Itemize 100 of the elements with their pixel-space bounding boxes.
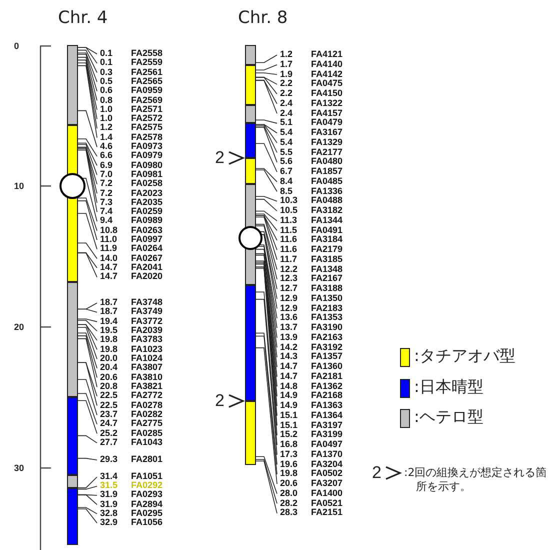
marker-name: FA0285	[131, 428, 163, 438]
marker-position: 28.0	[280, 488, 298, 498]
tick-label: 30	[14, 462, 24, 474]
marker-position: 32.8	[100, 508, 118, 518]
marker-position: 7.2	[100, 179, 113, 188]
marker-name: FA2020	[131, 272, 163, 282]
marker-position: 14.9	[280, 391, 298, 400]
marker-name: FA4121	[311, 50, 343, 59]
marker-position: 12.7	[280, 284, 298, 293]
recombination-mark-number: 2	[215, 148, 224, 168]
marker-name: FA4150	[311, 89, 343, 98]
marker-name: FA2561	[131, 68, 163, 77]
marker-name: FA0293	[131, 490, 163, 500]
marker-name: FA1348	[311, 264, 343, 274]
marker-name: FA0485	[311, 176, 343, 186]
marker-name: FA0488	[311, 196, 343, 206]
marker-position: 15.1	[280, 420, 298, 430]
marker-position: 0.8	[100, 96, 113, 104]
marker-name: FA0479	[311, 118, 343, 128]
marker-name: FA1363	[311, 401, 343, 410]
marker-position: 22.5	[100, 391, 118, 400]
marker-position: 19.6	[280, 460, 298, 468]
marker-position: 1.9	[280, 70, 293, 78]
marker-name: FA0258	[131, 179, 163, 188]
marker-name: FA2151	[311, 508, 343, 518]
marker-position: 8.5	[280, 186, 293, 196]
marker-name: FA2163	[311, 332, 343, 342]
marker-position: 25.2	[100, 428, 118, 438]
marker-name: FA1322	[311, 98, 343, 108]
marker-position: 20.6	[280, 479, 298, 488]
marker-name: FA3748	[131, 298, 163, 307]
legend-label: :日本晴型	[414, 377, 484, 398]
marker-name: FA2571	[131, 104, 163, 114]
marker-name: FA2559	[131, 58, 163, 68]
marker-position: 31.5	[100, 481, 118, 490]
marker-name: FA0292	[131, 481, 163, 490]
marker-position: 5.5	[280, 148, 293, 156]
marker-position: 14.3	[280, 352, 298, 362]
marker-position: 12.3	[280, 274, 298, 284]
marker-position: 13.9	[280, 332, 298, 342]
marker-name: FA1043	[131, 438, 163, 447]
marker-name: FA0497	[311, 440, 343, 449]
chromosome-title: Chr. 8	[238, 8, 288, 28]
tick-label: 20	[14, 321, 24, 333]
chromosome-title: Chr. 4	[58, 8, 108, 28]
marker-name: FA3749	[131, 307, 163, 316]
marker-name: FA1329	[311, 138, 343, 147]
marker-name: FA3207	[311, 479, 343, 488]
marker-name: FA2167	[311, 274, 343, 284]
marker-position: 9.4	[100, 216, 113, 226]
marker-position: 2.2	[280, 89, 293, 98]
marker-position: 11.3	[280, 216, 298, 225]
marker-position: 10.8	[100, 226, 118, 235]
marker-name: FA3807	[131, 363, 163, 372]
marker-position: 16.8	[280, 440, 298, 449]
marker-position: 1.0	[100, 114, 113, 124]
marker-position: 19.8	[280, 469, 298, 478]
marker-name: FA2775	[131, 419, 163, 428]
marker-name: FA0264	[131, 244, 163, 254]
marker-position: 17.3	[280, 450, 298, 459]
marker-name: FA2894	[131, 500, 163, 509]
marker-position: 1.4	[100, 132, 113, 142]
marker-name: FA3188	[311, 284, 343, 293]
marker-name: FA0282	[131, 410, 163, 419]
marker-name: FA3821	[131, 382, 163, 391]
marker-position: 13.7	[280, 323, 298, 332]
marker-name: FA1023	[131, 344, 163, 354]
marker-position: 10.3	[280, 196, 298, 206]
marker-position: 0.5	[100, 76, 113, 86]
marker-position: 7.4	[100, 207, 113, 216]
marker-position: 11.6	[280, 235, 298, 244]
recombination-mark-number: 2	[372, 463, 382, 483]
marker-name: FA0475	[311, 79, 343, 88]
marker-name: FA0979	[131, 151, 163, 160]
marker-name: FA2801	[131, 455, 163, 464]
marker-name: FA4142	[311, 70, 343, 78]
marker-position: 19.4	[100, 316, 118, 326]
marker-name: FA0263	[131, 226, 163, 235]
marker-position: 32.9	[100, 518, 118, 527]
marker-name: FA0973	[131, 142, 163, 151]
marker-name: FA1336	[311, 186, 343, 196]
marker-position: 2.4	[280, 98, 293, 108]
marker-name: FA1350	[311, 294, 343, 303]
marker-name: FA1857	[311, 167, 343, 176]
marker-name: FA2183	[311, 304, 343, 312]
marker-position: 0.6	[100, 86, 113, 96]
marker-position: 11.9	[100, 244, 118, 254]
marker-name: FA0480	[311, 157, 343, 166]
marker-name: FA2575	[131, 123, 163, 132]
marker-position: 6.6	[100, 151, 113, 160]
marker-name: FA1400	[311, 488, 343, 498]
legend-label: :タチアオバ型	[414, 346, 516, 367]
tick-label: 10	[14, 180, 24, 192]
marker-position: 19.8	[100, 344, 118, 354]
marker-position: 1.0	[100, 104, 113, 114]
marker-name: FA2179	[311, 245, 343, 254]
marker-name: FA0989	[131, 216, 163, 226]
marker-position: 5.4	[280, 128, 293, 137]
marker-name: FA2023	[131, 188, 163, 198]
marker-name: FA1056	[131, 518, 163, 527]
